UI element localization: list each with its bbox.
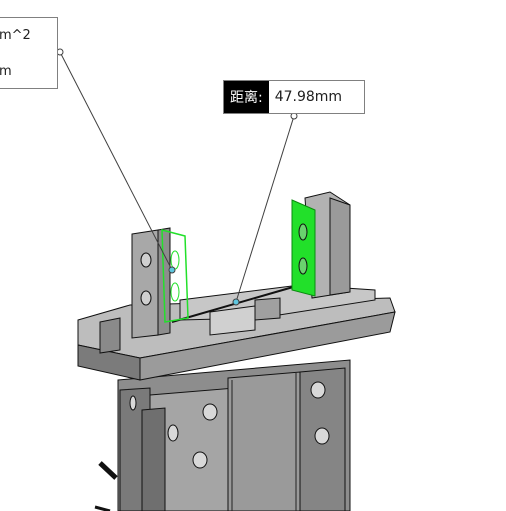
right-jaw[interactable] — [291, 191, 351, 299]
distance-value: 47.98mm — [274, 89, 343, 105]
mounting-holes — [129, 381, 330, 469]
left-jaw[interactable] — [131, 227, 189, 339]
leader-lines — [59, 51, 295, 303]
left-jaw-selected-face — [161, 229, 189, 323]
leader-endpoints — [56, 48, 298, 306]
right-jaw-selected-face — [291, 199, 316, 297]
lower-body[interactable] — [117, 359, 351, 511]
area-measurement-callout[interactable]: m^2 m — [0, 17, 58, 89]
side-rod — [94, 461, 118, 511]
distance-measurement-callout[interactable]: 距离: 47.98mm — [223, 80, 365, 114]
perimeter-value-text: m — [0, 64, 12, 79]
distance-label: 距离: — [224, 81, 269, 113]
area-value-text: m^2 — [0, 28, 31, 43]
